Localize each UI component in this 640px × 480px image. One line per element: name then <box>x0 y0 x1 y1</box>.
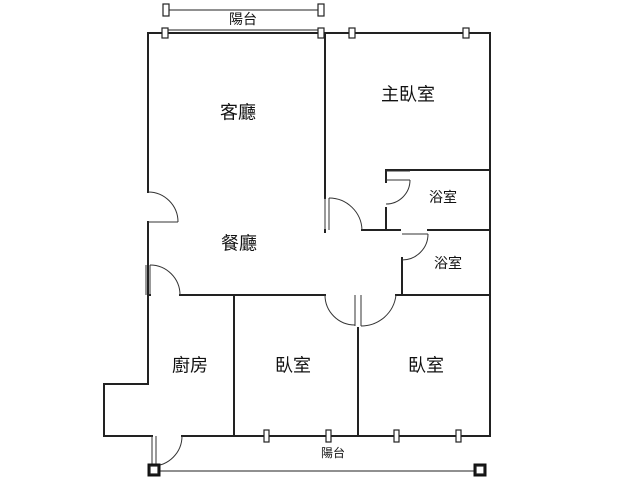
label-master-bedroom: 主臥室 <box>381 85 435 106</box>
master-bedroom-door <box>324 197 363 231</box>
balcony-post-inner <box>475 465 485 475</box>
label-bottom-balcony: 陽台 <box>321 445 345 460</box>
wall-post <box>263 429 270 443</box>
label-bathroom-1: 浴室 <box>429 189 457 206</box>
label-bedroom-1: 臥室 <box>275 356 311 377</box>
balcony-post-inner <box>149 465 159 475</box>
entrance-door <box>147 191 179 223</box>
wall-post <box>325 429 332 443</box>
wall-post <box>348 27 356 39</box>
bottom-wall-posts <box>263 429 462 443</box>
bathroom-1-door <box>385 170 411 205</box>
label-bathroom-2: 浴室 <box>434 255 462 272</box>
wall-post <box>455 429 462 443</box>
bottom-balcony <box>147 463 487 477</box>
label-kitchen: 廚房 <box>172 355 208 377</box>
label-living-room: 客廳 <box>220 103 256 124</box>
wall-post <box>393 429 400 443</box>
wall-post <box>462 27 470 39</box>
bathroom-2-door <box>401 233 429 261</box>
interior-walls <box>147 32 491 437</box>
label-dining-room: 餐廳 <box>221 234 257 255</box>
label-bedroom-2: 臥室 <box>408 356 444 377</box>
label-top-balcony: 陽台 <box>229 12 257 28</box>
kitchen-door <box>145 264 181 296</box>
balcony-post <box>162 3 170 17</box>
top-wall-posts <box>161 27 470 39</box>
bedroom-1-door <box>324 294 356 326</box>
wall-post <box>317 27 325 39</box>
wall-post <box>161 27 169 39</box>
balcony-post <box>317 3 325 17</box>
kitchen-back-door <box>151 435 183 467</box>
bedroom-2-door <box>360 294 397 327</box>
top-balcony <box>162 3 325 31</box>
